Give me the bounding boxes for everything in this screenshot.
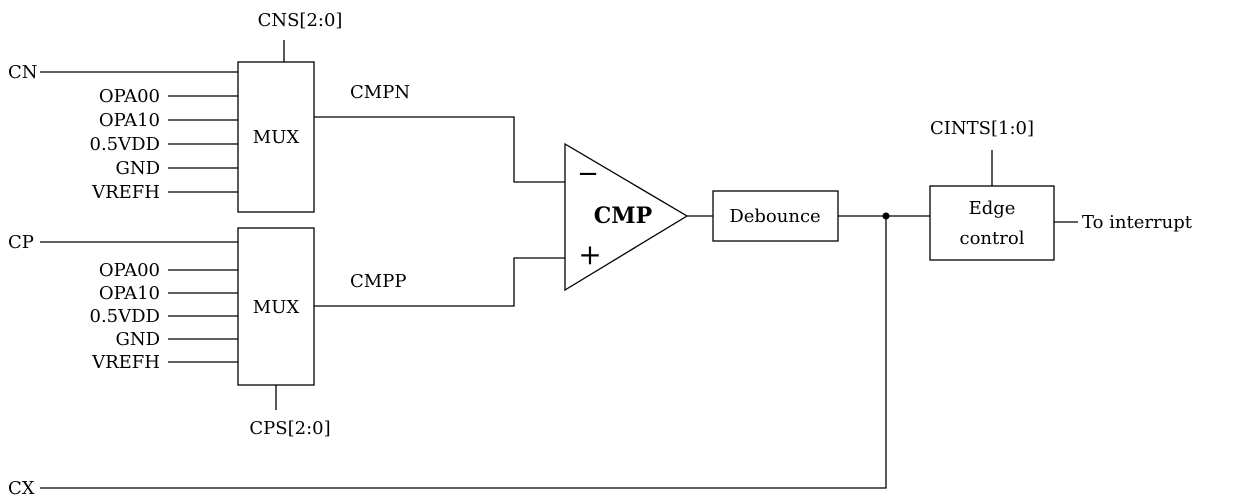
mux-n-input-label: OPA10 — [99, 110, 160, 131]
comparator-triangle — [564, 142, 689, 292]
cp-label: CP — [8, 232, 34, 253]
mux-n-box — [237, 61, 315, 213]
comparator-minus-sign: − — [577, 159, 599, 189]
cn-label: CN — [8, 62, 38, 83]
mux-p-input-label: VREFH — [91, 352, 160, 373]
mux-p-input-label: OPA10 — [99, 283, 160, 304]
mux-p-box — [237, 227, 315, 386]
cns-label: CNS[2:0] — [258, 10, 343, 31]
cints-label: CINTS[1:0] — [930, 118, 1034, 139]
edge-control-box — [929, 185, 1055, 261]
output-label: To interrupt — [1082, 212, 1193, 233]
cmpn-label: CMPN — [350, 82, 410, 103]
edge-control-label-line1: Edge — [969, 198, 1016, 219]
mux-n-label: MUX — [253, 127, 300, 148]
mux-p-input-label: 0.5VDD — [90, 306, 161, 327]
comparator-plus-sign: + — [578, 238, 601, 271]
mux-n-input-label: OPA00 — [99, 86, 160, 107]
cps-label: CPS[2:0] — [249, 418, 330, 439]
mux-p-label: MUX — [253, 297, 300, 318]
cmpp-wire — [314, 257, 565, 307]
comparator-label: CMP — [594, 203, 652, 229]
mux-p-input-label: GND — [115, 329, 160, 350]
cx-label: CX — [8, 478, 35, 499]
debounce-label: Debounce — [729, 206, 820, 227]
debounce-box — [712, 190, 839, 242]
cx-wire — [40, 216, 887, 489]
mux-n-inputs: OPA00 OPA10 0.5VDD GND VREFH — [90, 86, 238, 203]
mux-n-input-label: VREFH — [91, 182, 160, 203]
edge-control-label-line2: control — [960, 228, 1025, 249]
mux-p-inputs: OPA00 OPA10 0.5VDD GND VREFH — [90, 260, 238, 373]
mux-p-input-label: OPA00 — [99, 260, 160, 281]
mux-n-input-label: 0.5VDD — [90, 134, 161, 155]
cmpn-wire — [314, 116, 565, 183]
cmpp-label: CMPP — [350, 271, 406, 292]
mux-n-input-label: GND — [115, 158, 160, 179]
